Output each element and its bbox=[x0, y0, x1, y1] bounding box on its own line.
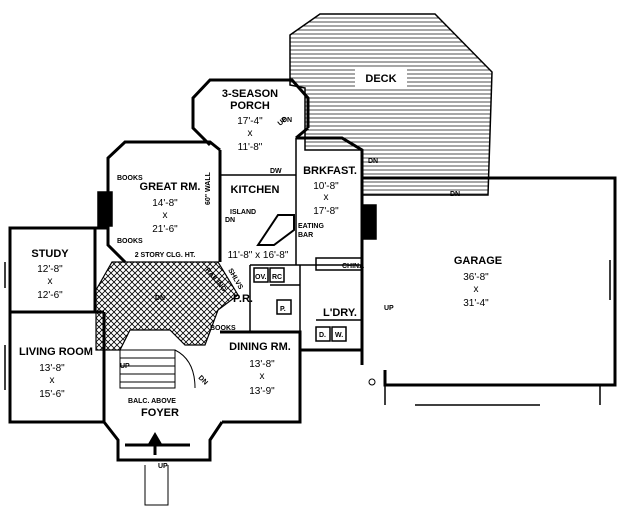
brkfast-label: BRKFAST. 10'-8" x 17'-8" bbox=[303, 165, 357, 217]
svg-text:STUDY: STUDY bbox=[31, 248, 69, 260]
svg-text:11'-8": 11'-8" bbox=[238, 142, 263, 153]
kitchen-label: KITCHEN 11'-8" x 16'-8" bbox=[228, 184, 289, 261]
svg-text:14'-8": 14'-8" bbox=[152, 198, 178, 209]
living-room-label: LIVING ROOM 13'-8" x 15'-6" bbox=[19, 346, 93, 400]
svg-text:BOOKS: BOOKS bbox=[117, 175, 143, 182]
svg-text:60" WALL: 60" WALL bbox=[205, 171, 212, 205]
svg-text:3-SEASON: 3-SEASON bbox=[222, 88, 278, 100]
svg-text:DN: DN bbox=[450, 191, 460, 198]
svg-text:x: x bbox=[260, 371, 265, 382]
svg-text:x: x bbox=[48, 276, 53, 287]
svg-text:OV.: OV. bbox=[255, 274, 266, 281]
svg-text:2 STORY CLG. HT.: 2 STORY CLG. HT. bbox=[135, 252, 196, 259]
svg-text:12'-6": 12'-6" bbox=[37, 290, 63, 301]
svg-text:BAR: BAR bbox=[298, 232, 313, 239]
svg-text:10'-8": 10'-8" bbox=[313, 181, 339, 192]
svg-text:EATING: EATING bbox=[298, 223, 324, 230]
svg-text:17'-8": 17'-8" bbox=[313, 206, 339, 217]
svg-text:BOOKS: BOOKS bbox=[117, 238, 143, 245]
svg-text:x: x bbox=[248, 128, 253, 139]
svg-text:RC: RC bbox=[272, 274, 282, 281]
annotations: BOOKS BOOKS BOOKS 2 STORY CLG. HT. 60" W… bbox=[117, 116, 460, 470]
svg-text:UP: UP bbox=[277, 116, 289, 128]
great-room-label: GREAT RM. 14'-8" x 21'-6" bbox=[140, 181, 201, 235]
svg-text:17'-4": 17'-4" bbox=[237, 116, 263, 127]
svg-text:P.: P. bbox=[280, 306, 286, 313]
foyer-label: BALC. ABOVE FOYER bbox=[128, 398, 179, 419]
svg-text:GARAGE: GARAGE bbox=[454, 255, 502, 267]
powder-room-label: P.R. bbox=[233, 293, 253, 305]
svg-text:21'-6": 21'-6" bbox=[152, 224, 178, 235]
svg-text:UP: UP bbox=[384, 305, 394, 312]
svg-text:DN: DN bbox=[368, 158, 378, 165]
deck-label: DECK bbox=[365, 73, 396, 85]
svg-text:DN: DN bbox=[155, 295, 165, 302]
svg-text:D.: D. bbox=[319, 332, 326, 339]
svg-text:11'-8" x 16'-8": 11'-8" x 16'-8" bbox=[228, 250, 289, 261]
svg-text:13'-8": 13'-8" bbox=[249, 359, 275, 370]
svg-text:12'-8": 12'-8" bbox=[37, 264, 63, 275]
svg-text:CHINA: CHINA bbox=[342, 263, 364, 270]
svg-text:x: x bbox=[50, 375, 55, 386]
garage-marker bbox=[368, 378, 376, 386]
svg-text:KITCHEN: KITCHEN bbox=[231, 184, 280, 196]
svg-text:PORCH: PORCH bbox=[230, 100, 270, 112]
svg-text:BRKFAST.: BRKFAST. bbox=[303, 165, 357, 177]
svg-text:W.: W. bbox=[335, 332, 343, 339]
svg-text:FOYER: FOYER bbox=[141, 407, 179, 419]
svg-text:UP: UP bbox=[158, 463, 168, 470]
svg-text:DINING RM.: DINING RM. bbox=[229, 341, 291, 353]
exterior-walls bbox=[8, 78, 617, 462]
dining-room-label: DINING RM. 13'-8" x 13'-9" bbox=[229, 341, 291, 397]
svg-text:13'-8": 13'-8" bbox=[39, 363, 65, 374]
svg-text:13'-9": 13'-9" bbox=[249, 386, 275, 397]
entry-arrow bbox=[144, 432, 169, 506]
svg-text:36'-8": 36'-8" bbox=[463, 272, 489, 283]
svg-text:x: x bbox=[163, 210, 168, 221]
interior-walls bbox=[4, 138, 611, 406]
svg-text:BALC. ABOVE: BALC. ABOVE bbox=[128, 398, 176, 405]
svg-text:x: x bbox=[474, 284, 479, 295]
svg-text:BOOKS: BOOKS bbox=[210, 325, 236, 332]
svg-text:UP: UP bbox=[120, 363, 130, 370]
svg-text:DW: DW bbox=[270, 168, 282, 175]
garage-label: GARAGE 36'-8" x 31'-4" bbox=[454, 255, 502, 309]
svg-text:15'-6": 15'-6" bbox=[39, 389, 65, 400]
svg-text:DN: DN bbox=[282, 117, 292, 124]
laundry-label: L'DRY. bbox=[323, 307, 357, 319]
svg-text:31'-4": 31'-4" bbox=[463, 298, 489, 309]
staircase bbox=[119, 349, 196, 389]
svg-text:LIVING ROOM: LIVING ROOM bbox=[19, 346, 93, 358]
svg-text:ISLAND: ISLAND bbox=[230, 209, 256, 216]
svg-text:GREAT RM.: GREAT RM. bbox=[140, 181, 201, 193]
svg-text:x: x bbox=[324, 192, 329, 203]
svg-text:DN: DN bbox=[197, 374, 209, 386]
study-label: STUDY 12'-8" x 12'-6" bbox=[31, 248, 69, 301]
porch-label: 3-SEASON PORCH 17'-4" x 11'-8" bbox=[222, 88, 278, 153]
svg-text:DN: DN bbox=[225, 217, 235, 224]
